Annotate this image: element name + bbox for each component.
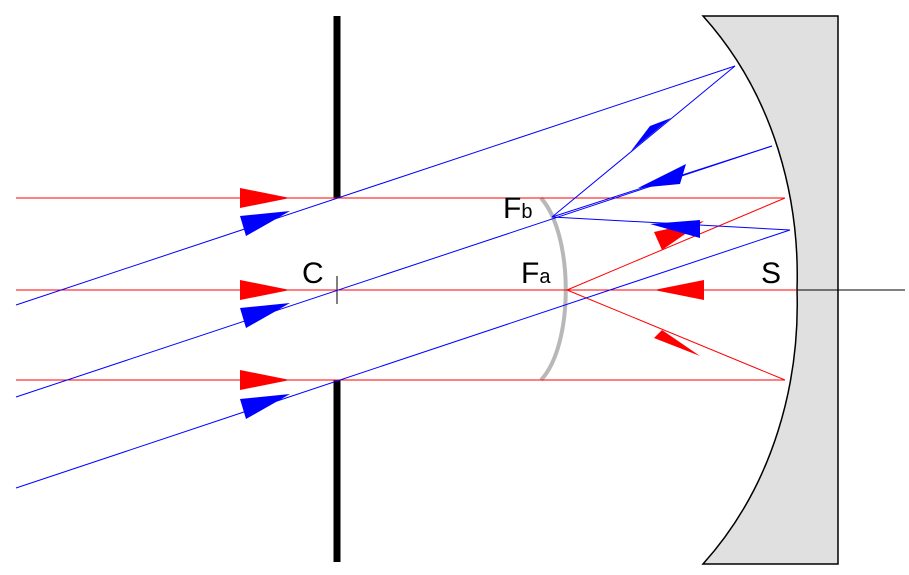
oblique-rays (15, 65, 791, 489)
blue-ray-bottom-incoming (15, 229, 791, 489)
focal-a-label: Fa (521, 257, 551, 290)
focal-a-main: F (521, 257, 539, 290)
blue-arrow-reflected-top-icon (631, 118, 671, 151)
blue-arrow-reflected-middle-icon (638, 164, 686, 188)
red-arrow-middle-icon (240, 280, 290, 300)
red-arrow-bottom-icon (240, 370, 290, 390)
blue-arrows (240, 118, 700, 419)
center-label: C (302, 257, 324, 290)
focal-b-label: Fb (503, 192, 532, 225)
blue-arrow-incoming-2-icon (240, 303, 290, 328)
paraxial-rays (16, 197, 797, 381)
red-ray-bottom-reflected (566, 289, 786, 381)
vertex-label: S (761, 257, 781, 290)
blue-ray-top-reflected (551, 65, 736, 218)
blue-arrow-reflected-bottom-icon (650, 220, 700, 238)
focal-surface-arc (539, 196, 568, 382)
red-arrow-bottom-reflected-icon (654, 330, 700, 356)
concave-mirror (701, 15, 839, 565)
red-arrow-top-icon (240, 188, 290, 208)
blue-ray-top-incoming (15, 65, 736, 306)
focal-b-main: F (503, 192, 521, 225)
red-arrows (240, 188, 704, 390)
blue-arrow-incoming-3-icon (240, 394, 290, 419)
red-arrow-axis-reflected-icon (654, 280, 704, 300)
focal-b-sub: b (521, 201, 532, 223)
red-ray-top-reflected (566, 197, 786, 291)
blue-ray-middle-incoming (15, 145, 773, 398)
blue-arrow-incoming-1-icon (240, 211, 290, 236)
focal-a-sub: a (539, 266, 551, 288)
